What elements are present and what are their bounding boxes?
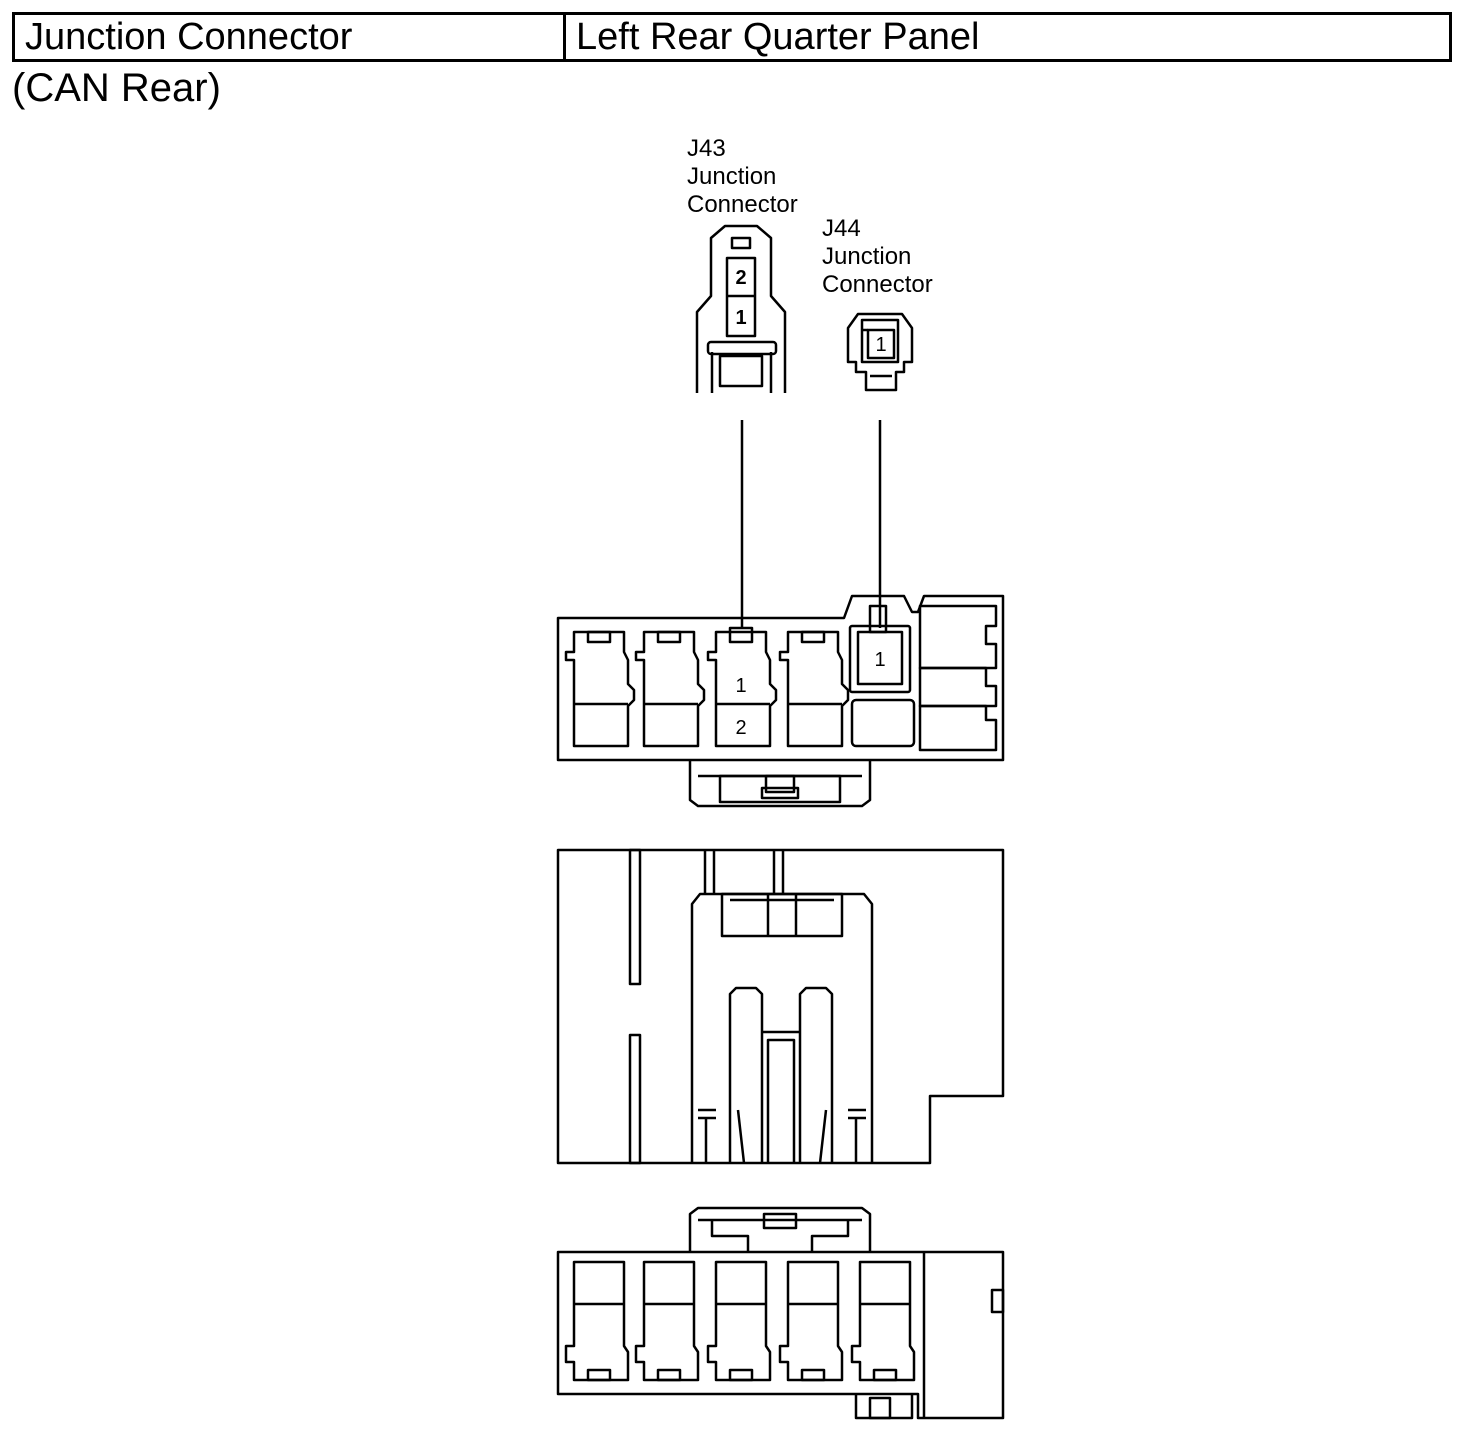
cavity-3: 1 2 [706, 626, 778, 748]
bottom-cavity-1 [564, 1260, 630, 1382]
cavity-6 [918, 604, 998, 752]
header-table: Junction Connector Left Rear Quarter Pan… [12, 12, 1452, 62]
j44-label: J44 Junction Connector [822, 215, 933, 298]
bottom-cavity-5 [850, 1260, 916, 1382]
j44-line1: Junction [822, 243, 911, 270]
block-bottom-view [556, 1206, 1005, 1420]
j44-connector: 1 [846, 312, 914, 392]
j44-pin: 1 [875, 334, 886, 356]
cavity-4 [778, 630, 850, 748]
block-pin-1: 1 [735, 675, 746, 697]
cavity-5: 1 [848, 604, 916, 748]
j43-label: J43 Junction Connector [687, 135, 798, 218]
j43-connector: 2 1 [695, 224, 787, 393]
component-location: Left Rear Quarter Panel [576, 16, 980, 58]
cavity-2 [634, 630, 706, 748]
bottom-cavity-3 [706, 1260, 772, 1382]
j43-line1: Junction [687, 163, 776, 190]
j44-code: J44 [822, 215, 861, 242]
bottom-cavity-2 [634, 1260, 700, 1382]
j43-code: J43 [687, 135, 726, 162]
block-pin-2: 2 [735, 717, 746, 739]
component-name: Junction Connector [15, 15, 566, 59]
j43-line2: Connector [687, 191, 798, 218]
j43-pin-top: 2 [735, 267, 746, 289]
block-top-view [556, 848, 1005, 1165]
j44-line2: Connector [822, 271, 933, 298]
cavity-1 [564, 630, 636, 748]
diagram-subtitle: (CAN Rear) [12, 66, 221, 110]
bottom-cavity-4 [778, 1260, 844, 1382]
block-pin-j44: 1 [874, 649, 885, 671]
j43-pin-bottom: 1 [735, 307, 746, 329]
block-front-view: 1 2 1 [556, 594, 1005, 808]
